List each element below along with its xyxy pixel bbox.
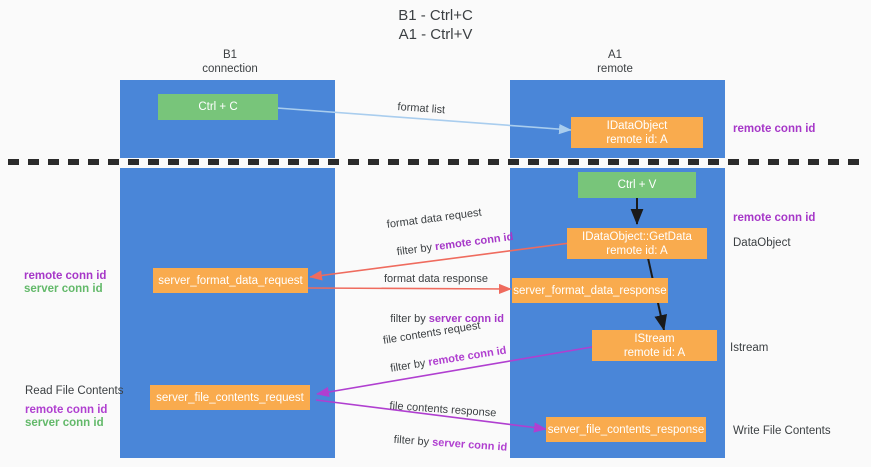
lane-a1-bottom [510, 168, 725, 458]
edge-label-file-contents-response-filter: filter by server conn id [380, 418, 509, 467]
right-label-remote-conn-id-top: remote conn id [733, 123, 816, 135]
edge-label-file-contents-response: file contents response [389, 399, 497, 420]
filter-prefix: filter by [396, 241, 436, 259]
node-server-format-data-request[interactable]: server_format_data_request [153, 268, 308, 293]
edge-label-format-data-response: format data response [384, 273, 488, 285]
filter-prefix: filter by [393, 433, 433, 449]
filter-prefix: filter by [390, 313, 429, 325]
node-istream[interactable]: IStream remote id: A [592, 330, 717, 361]
filter-key: server conn id [428, 313, 504, 325]
node-ctrl-c[interactable]: Ctrl + C [158, 94, 278, 120]
right-label-remote-conn-id-mid: remote conn id [733, 212, 816, 224]
node-ctrl-v[interactable]: Ctrl + V [578, 172, 696, 198]
left-label-server-conn-id-1: server conn id [24, 283, 103, 295]
edge-label-format-data-response-filter: filter by server conn id [378, 298, 504, 340]
right-label-dataobject: DataObject [733, 237, 791, 249]
filter-key: server conn id [431, 436, 508, 454]
left-label-remote-conn-id-2: remote conn id [25, 404, 108, 416]
left-label-read-file-contents: Read File Contents [25, 385, 124, 397]
left-label-server-conn-id-2: server conn id [25, 417, 104, 429]
edge-label-format-list: format list [397, 100, 446, 117]
lane-b1-bottom [120, 168, 335, 458]
node-server-format-data-response[interactable]: server_format_data_response [512, 278, 668, 303]
right-label-write-file-contents: Write File Contents [733, 425, 831, 437]
diagram-title: B1 - Ctrl+C A1 - Ctrl+V [398, 7, 473, 43]
node-server-file-contents-request[interactable]: server_file_contents_request [150, 385, 310, 410]
right-label-istream: Istream [730, 342, 769, 354]
column-header-b1: B1 connection [202, 49, 258, 75]
column-header-a1: A1 remote [597, 49, 633, 75]
filter-key: remote conn id [434, 230, 515, 254]
left-label-remote-conn-id-1: remote conn id [24, 270, 107, 282]
filter-key: remote conn id [427, 344, 508, 369]
node-idataobject-getdata[interactable]: IDataObject::GetData remote id: A [567, 228, 707, 259]
node-idataobject[interactable]: IDataObject remote id: A [571, 117, 703, 148]
node-server-file-contents-response[interactable]: server_file_contents_response [546, 417, 706, 442]
filter-prefix: filter by [389, 356, 430, 375]
